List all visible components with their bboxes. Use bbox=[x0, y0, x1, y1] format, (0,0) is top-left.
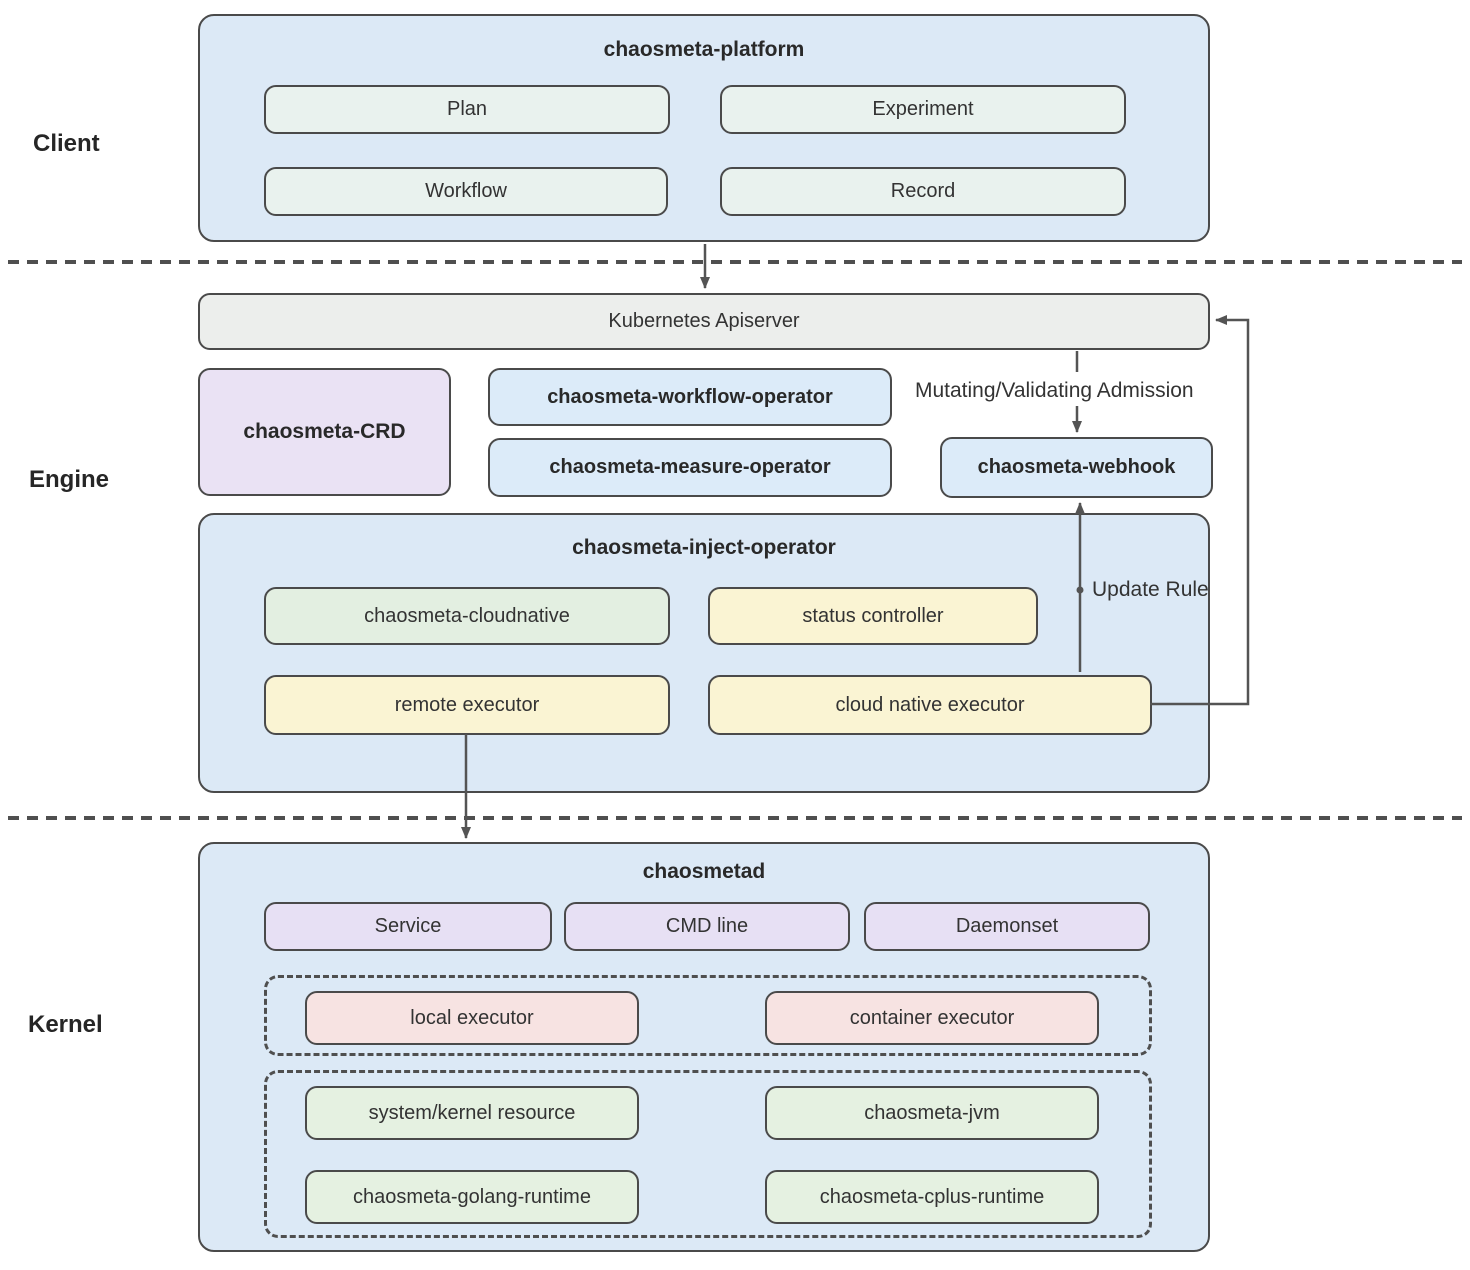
local-executor-node: local executor bbox=[305, 991, 639, 1045]
workflow-operator-node: chaosmeta-workflow-operator bbox=[488, 368, 892, 426]
client-layer-label: Client bbox=[33, 130, 100, 157]
kernel-layer-label: Kernel bbox=[28, 1011, 103, 1038]
experiment-node: Experiment bbox=[720, 85, 1126, 134]
inject-operator-panel: chaosmeta-inject-operator chaosmeta-clou… bbox=[198, 513, 1210, 793]
system-kernel-resource-node: system/kernel resource bbox=[305, 1086, 639, 1140]
chaosmeta-crd-node: chaosmeta-CRD bbox=[198, 368, 451, 496]
chaosmeta-golang-runtime-node: chaosmeta-golang-runtime bbox=[305, 1170, 639, 1224]
daemonset-node: Daemonset bbox=[864, 902, 1150, 951]
cloud-native-executor-node: cloud native executor bbox=[708, 675, 1152, 735]
chaosmeta-cplus-runtime-node: chaosmeta-cplus-runtime bbox=[765, 1170, 1099, 1224]
measure-operator-node: chaosmeta-measure-operator bbox=[488, 438, 892, 497]
chaosmeta-platform-panel: chaosmeta-platform Plan Experiment Workf… bbox=[198, 14, 1210, 242]
chaosmetad-title: chaosmetad bbox=[642, 860, 766, 883]
executor-dashed-group: local executor container executor bbox=[264, 975, 1152, 1056]
remote-executor-node: remote executor bbox=[264, 675, 670, 735]
container-executor-node: container executor bbox=[765, 991, 1099, 1045]
engine-kernel-separator bbox=[8, 816, 1462, 820]
platform-title: chaosmeta-platform bbox=[603, 38, 805, 61]
chaosmetad-panel: chaosmetad Service CMD line Daemonset lo… bbox=[198, 842, 1210, 1252]
inject-operator-title: chaosmeta-inject-operator bbox=[572, 536, 836, 559]
status-controller-node: status controller bbox=[708, 587, 1038, 645]
plan-node: Plan bbox=[264, 85, 670, 134]
client-engine-separator bbox=[8, 260, 1462, 264]
webhook-node: chaosmeta-webhook bbox=[940, 437, 1213, 498]
service-node: Service bbox=[264, 902, 552, 951]
cmd-line-node: CMD line bbox=[564, 902, 850, 951]
record-node: Record bbox=[720, 167, 1126, 216]
workflow-node: Workflow bbox=[264, 167, 668, 216]
capability-dashed-group: system/kernel resource chaosmeta-jvm cha… bbox=[264, 1070, 1152, 1238]
update-rule-annotation: Update Rule bbox=[1092, 578, 1209, 601]
admission-annotation: Mutating/Validating Admission bbox=[915, 379, 1194, 402]
cloudnative-node: chaosmeta-cloudnative bbox=[264, 587, 670, 645]
chaosmeta-jvm-node: chaosmeta-jvm bbox=[765, 1086, 1099, 1140]
kubernetes-apiserver-node: Kubernetes Apiserver bbox=[198, 293, 1210, 350]
engine-layer-label: Engine bbox=[29, 466, 110, 493]
